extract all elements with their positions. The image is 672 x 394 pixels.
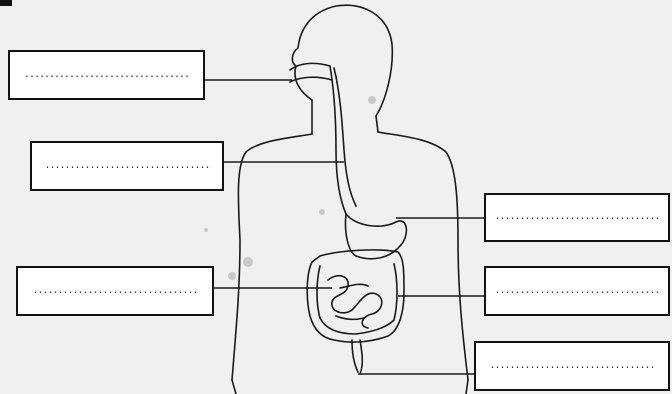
- neck-right: [376, 116, 378, 132]
- label-placeholder: .................................: [32, 286, 197, 297]
- shading-speck: [228, 272, 236, 280]
- shading-speck: [319, 209, 325, 215]
- small-intestine-coils: [328, 276, 382, 328]
- label-placeholder: .................................: [489, 361, 654, 372]
- shading-speck: [204, 228, 208, 232]
- large-intestine-inner: [317, 264, 397, 334]
- shading-speck: [243, 257, 253, 267]
- label-placeholder: .................................: [24, 70, 189, 81]
- large-intestine-outer: [307, 250, 404, 342]
- rectum: [352, 340, 362, 374]
- torso-left: [232, 134, 312, 380]
- label-placeholder: .................................: [494, 286, 659, 297]
- label-box-mouth[interactable]: .................................: [8, 50, 205, 100]
- label-placeholder: .................................: [494, 212, 659, 223]
- label-box-large-intestine[interactable]: .................................: [484, 266, 670, 316]
- shading-speck: [368, 96, 376, 104]
- label-box-stomach[interactable]: .................................: [484, 193, 670, 242]
- leg-right: [466, 380, 468, 394]
- leg-left: [232, 380, 236, 394]
- oesophagus-right: [334, 68, 356, 206]
- torso-right: [378, 132, 468, 380]
- label-box-small-intestine[interactable]: .................................: [16, 266, 214, 316]
- label-box-rectum[interactable]: .................................: [474, 341, 670, 391]
- label-placeholder: .................................: [44, 161, 209, 172]
- head-outline: [292, 5, 392, 116]
- label-box-oesophagus[interactable]: .................................: [30, 141, 224, 191]
